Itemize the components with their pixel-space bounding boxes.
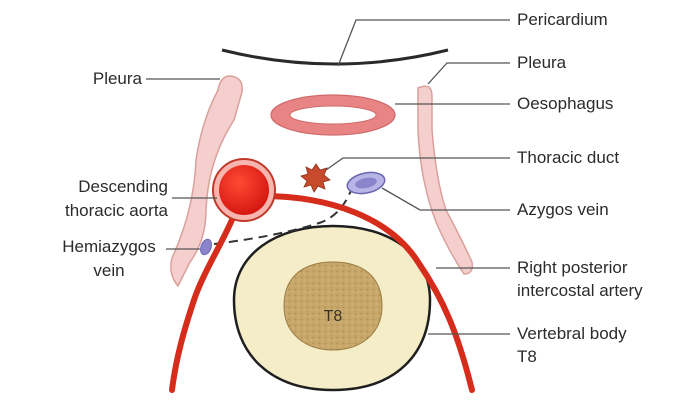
pericardium-shape [222,50,448,64]
leader-thoracic-duct [326,158,510,170]
pleura-right-shape [418,86,472,274]
label-azygos-vein: Azygos vein [517,199,609,221]
label-vertebra-line2: T8 [517,346,537,368]
label-vertebra-line1: Vertebral body [517,323,627,345]
label-oesophagus: Oesophagus [517,93,613,115]
label-aorta-line2: thoracic aorta [2,200,168,222]
label-hemiazygos-line1: Hemiazygos [56,236,162,258]
label-artery-line1: Right posterior [517,257,628,279]
label-aorta-line1: Descending [2,176,168,198]
thoracic-duct-shape [301,164,330,192]
label-hemiazygos-line2: vein [56,260,162,282]
leader-pleura-right [428,63,510,84]
label-t8-inside: T8 [313,306,353,328]
label-pleura-left: Pleura [62,68,142,90]
descending-aorta-shape [219,165,269,215]
leader-pericardium [338,20,510,66]
label-artery-line2: intercostal artery [517,280,643,302]
leader-azygos [382,188,510,210]
label-pericardium: Pericardium [517,9,608,31]
label-pleura-right: Pleura [517,52,566,74]
label-thoracic-duct: Thoracic duct [517,147,619,169]
